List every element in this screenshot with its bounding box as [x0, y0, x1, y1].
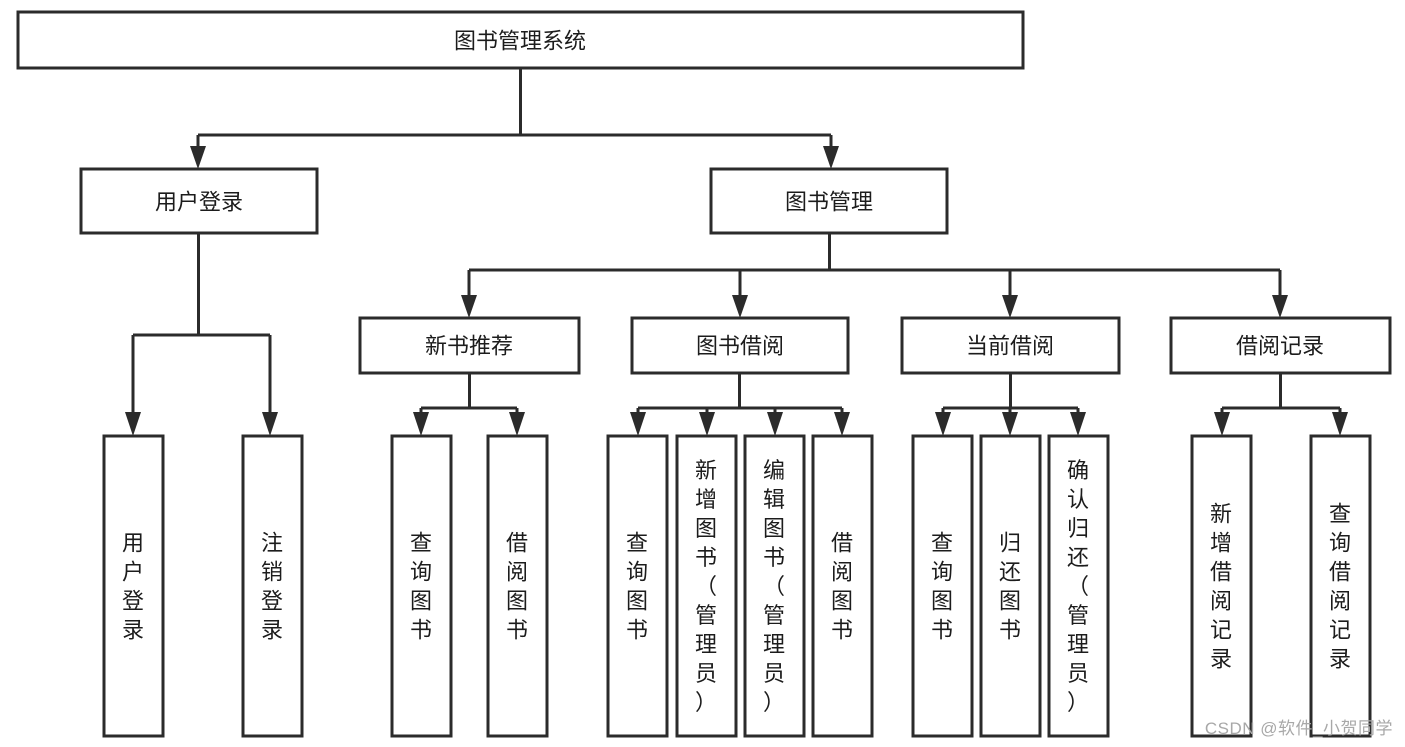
node-label-current-borrow: 当前借阅	[966, 334, 1054, 359]
node-box-shape	[1309, 434, 1372, 738]
arrow-head-icon	[630, 412, 646, 436]
node-box-shape	[911, 434, 974, 738]
node-leaf-add-book[interactable]: 新增图书（管理员）	[675, 434, 738, 738]
arrow-head-icon	[461, 295, 477, 318]
node-label-book-borrow: 图书借阅	[696, 334, 784, 359]
node-label-leaf-user-login: 用户登录	[122, 531, 144, 643]
connector-layer	[125, 68, 1348, 436]
node-box-shape	[675, 434, 738, 738]
node-leaf-borrow-book-1[interactable]: 借阅图书	[486, 434, 549, 738]
node-box-shape	[79, 167, 319, 235]
node-box-shape	[1190, 434, 1253, 738]
node-leaf-query-book-2[interactable]: 查询图书	[606, 434, 669, 738]
arrow-head-icon	[1070, 412, 1086, 436]
node-label-leaf-query-borrow-record: 查询借阅记录	[1329, 502, 1351, 672]
arrow-head-icon	[190, 146, 206, 169]
node-box-shape	[606, 434, 669, 738]
node-leaf-return-book[interactable]: 归还图书	[979, 434, 1042, 738]
arrow-head-icon	[509, 412, 525, 436]
node-label-borrow-record: 借阅记录	[1236, 334, 1324, 359]
arrow-head-icon	[935, 412, 951, 436]
node-leaf-edit-book[interactable]: 编辑图书（管理员）	[743, 434, 806, 738]
node-leaf-logout[interactable]: 注销登录	[241, 434, 304, 738]
node-user-login[interactable]: 用户登录	[79, 167, 319, 235]
node-label-user-login: 用户登录	[155, 190, 243, 215]
node-label-leaf-borrow-book: 借阅图书	[831, 531, 853, 643]
node-label-leaf-logout: 注销登录	[261, 531, 283, 643]
node-label-book-management: 图书管理	[785, 190, 873, 215]
arrow-head-icon	[1214, 412, 1230, 436]
node-box-shape	[486, 434, 549, 738]
arrow-head-icon	[699, 412, 715, 436]
node-label-new-book-recommend: 新书推荐	[425, 334, 513, 359]
node-label-leaf-add-borrow-record: 新增借阅记录	[1210, 502, 1232, 672]
node-leaf-query-book-1[interactable]: 查询图书	[390, 434, 453, 738]
arrow-head-icon	[1002, 295, 1018, 318]
node-box-shape	[1047, 434, 1110, 738]
node-new-book-recommend[interactable]: 新书推荐	[358, 316, 581, 375]
node-leaf-query-book-3[interactable]: 查询图书	[911, 434, 974, 738]
node-label-leaf-edit-book: 编辑图书（管理员）	[763, 458, 785, 715]
node-box-shape	[390, 434, 453, 738]
node-label-leaf-confirm-return: 确认归还（管理员）	[1067, 458, 1089, 715]
node-box-shape	[1169, 316, 1392, 375]
arrow-head-icon	[125, 412, 141, 436]
node-book-borrow[interactable]: 图书借阅	[630, 316, 850, 375]
node-box-shape	[241, 434, 304, 738]
node-leaf-borrow-book-2[interactable]: 借阅图书	[811, 434, 874, 738]
node-box-shape	[979, 434, 1042, 738]
node-leaf-add-borrow-record[interactable]: 新增借阅记录	[1190, 434, 1253, 738]
node-box-shape	[16, 10, 1025, 70]
arrow-head-icon	[767, 412, 783, 436]
node-leaf-query-borrow-record[interactable]: 查询借阅记录	[1309, 434, 1372, 738]
node-current-borrow[interactable]: 当前借阅	[900, 316, 1121, 375]
node-book-management[interactable]: 图书管理	[709, 167, 949, 235]
node-label-leaf-return-book: 归还图书	[999, 531, 1021, 643]
node-box-shape	[358, 316, 581, 375]
node-label-leaf-query-book: 查询图书	[410, 531, 432, 643]
node-label-leaf-add-book: 新增图书（管理员）	[695, 458, 717, 715]
node-box-shape	[630, 316, 850, 375]
node-borrow-record[interactable]: 借阅记录	[1169, 316, 1392, 375]
arrow-head-icon	[1002, 412, 1018, 436]
arrow-head-icon	[1332, 412, 1348, 436]
node-box-shape	[102, 434, 165, 738]
node-box-shape	[900, 316, 1121, 375]
arrow-head-icon	[823, 146, 839, 169]
node-label-leaf-query-book: 查询图书	[931, 531, 953, 643]
arrow-head-icon	[834, 412, 850, 436]
arrow-head-icon	[732, 295, 748, 318]
node-leaf-confirm-return[interactable]: 确认归还（管理员）	[1047, 434, 1110, 738]
node-label-leaf-query-book: 查询图书	[626, 531, 648, 643]
node-label-root: 图书管理系统	[454, 29, 586, 54]
node-box-shape	[743, 434, 806, 738]
arrow-head-icon	[262, 412, 278, 436]
node-root-system[interactable]: 图书管理系统	[16, 10, 1025, 70]
node-leaf-user-login[interactable]: 用户登录	[102, 434, 165, 738]
node-box-shape	[709, 167, 949, 235]
node-label-leaf-borrow-book: 借阅图书	[506, 531, 528, 643]
node-box-shape	[811, 434, 874, 738]
arrow-head-icon	[1272, 295, 1288, 318]
arrow-head-icon	[413, 412, 429, 436]
